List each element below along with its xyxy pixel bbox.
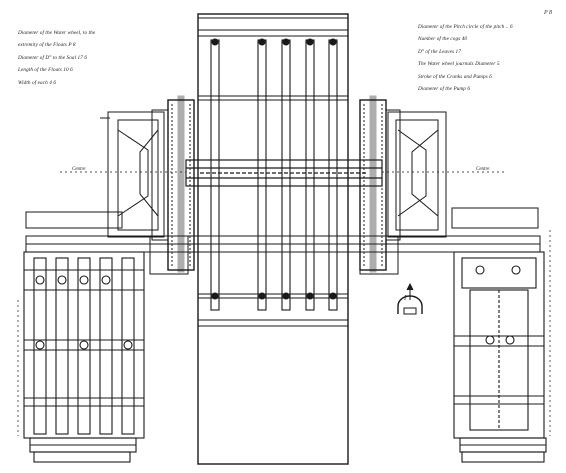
tie-beam: [25, 207, 541, 253]
legend-label: Diameter of the Water wheel, to the: [18, 30, 96, 36]
left-fixing-label: Centre: [72, 167, 86, 172]
legend-row: Length of the Floats 10 6: [18, 64, 148, 76]
legend-label: Width of each: [18, 79, 48, 86]
legend-row: Stroke of the Cranks and Pumps 6: [418, 71, 560, 83]
right-fixing-label: Centre: [476, 167, 490, 172]
legend-value: .. 6: [505, 24, 513, 30]
main-shaft: [185, 159, 383, 187]
legend-row: Width of each 4 6: [18, 77, 148, 89]
legend-value: 4 6: [49, 79, 57, 86]
legend-row: Number of the cogs 40: [418, 33, 560, 45]
legend-row: Diameter of the Pitch circle of the pitc…: [418, 21, 560, 33]
right-legend: Diameter of the Pitch circle of the pitc…: [418, 21, 560, 95]
left-legend: Diameter of the Water wheel, to the extr…: [18, 27, 148, 89]
legend-label: Diameter of the Pitch circle of the pitc…: [418, 24, 505, 30]
water-wheel-floats: [210, 38, 338, 311]
water-wheel-body: [197, 13, 349, 465]
legend-label: The Water wheel journals: [418, 61, 474, 68]
right-gear-assembly: [359, 95, 447, 275]
legend-row: The Water wheel journals Diameter 5: [418, 58, 560, 70]
legend-value: 6: [489, 73, 492, 80]
legend-value: P 8: [68, 42, 76, 49]
legend-label: Diameter of the Pump: [418, 86, 466, 93]
legend-value: 17 6: [77, 54, 88, 61]
centre-lines: [17, 171, 551, 436]
legend-label: Stroke of the Cranks and Pumps: [418, 73, 488, 80]
legend-label: Number of the cogs: [418, 36, 461, 43]
legend-row: Diameter of D° to the Soal 17 6: [18, 52, 148, 64]
legend-label: Length of the Floats: [18, 67, 62, 74]
legend-label: extremity of the Floats: [18, 42, 67, 49]
legend-value: 6: [467, 86, 471, 93]
legend-row: extremity of the Floats P 8: [18, 39, 148, 51]
flow-valve-icon: [397, 282, 423, 315]
left-pump-set: [23, 251, 145, 463]
plate-ref-corner: P 8: [544, 10, 553, 16]
legend-row: D° of the Leaves 17: [418, 46, 560, 58]
legend-row: Diameter of the Water wheel, to the: [18, 27, 148, 39]
legend-label: D° of the Leaves: [418, 48, 455, 55]
legend-row: Diameter of the Pump 6: [418, 83, 560, 95]
legend-value: 40: [461, 36, 468, 43]
right-pump-set: [453, 251, 547, 463]
legend-value: Diameter 5: [475, 61, 500, 68]
legend-label: Diameter of D° to the Soal: [18, 54, 77, 61]
flow-arrow-label: I: [404, 294, 407, 302]
legend-value: 17: [455, 48, 461, 55]
left-gear-assembly: [100, 95, 195, 275]
legend-value: 10 6: [63, 67, 73, 74]
